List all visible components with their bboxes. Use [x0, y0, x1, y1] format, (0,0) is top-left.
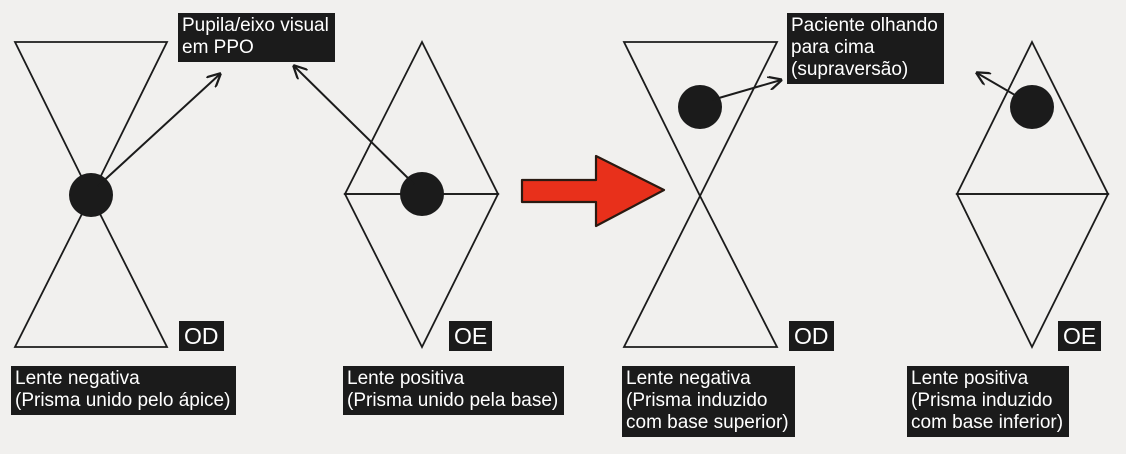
left-oe-caption-line1: Lente positiva — [347, 368, 465, 389]
right-oe-caption-line2: (Prisma induzido — [911, 390, 1053, 411]
right-od-negative-lens — [622, 41, 779, 348]
left-oe-pointer-arrow — [294, 66, 415, 185]
bottom-prism — [955, 193, 1110, 350]
right-od-pointer-arrow — [711, 80, 781, 101]
left-od-negative-lens — [13, 41, 169, 348]
left-oe-caption-line2: (Prisma unido pela base) — [347, 390, 559, 411]
upgaze-callout-line3: (supraversão) — [791, 59, 909, 80]
ppo-callout-line1: Pupila/eixo visual — [182, 15, 329, 36]
left-oe-tag: OE — [449, 321, 493, 351]
top-prism — [343, 39, 500, 195]
left-od-tag: OD — [179, 321, 224, 351]
upgaze-callout: Paciente olhando para cima (supraversão) — [787, 13, 944, 84]
right-oe-caption-line1: Lente positiva — [911, 368, 1029, 389]
right-od-caption: Lente negativa (Prisma induzido com base… — [622, 366, 795, 437]
right-oe-caption: Lente positiva (Prisma induzido com base… — [907, 366, 1070, 437]
right-od-tag: OD — [789, 321, 834, 351]
right-oe-caption-line3: com base inferior) — [911, 412, 1064, 433]
right-oe-tag: OE — [1058, 321, 1102, 351]
right-oe-positive-lens — [955, 39, 1110, 350]
right-od-caption-line2: (Prisma induzido — [626, 390, 768, 411]
top-prism — [622, 41, 779, 199]
top-prism — [13, 41, 169, 199]
transition-arrow-icon — [520, 154, 666, 228]
ppo-callout: Pupila/eixo visual em PPO — [178, 13, 335, 62]
left-od-pupil-icon — [69, 173, 113, 217]
left-oe-pupil-icon — [400, 172, 444, 216]
right-od-caption-line3: com base superior) — [626, 412, 789, 433]
right-od-pupil-icon — [678, 85, 722, 129]
right-oe-pupil-icon — [1010, 85, 1054, 129]
bottom-prism — [622, 194, 779, 348]
right-oe-pointer-arrow — [977, 73, 1021, 99]
upgaze-callout-line1: Paciente olhando — [791, 15, 938, 36]
bottom-prism — [13, 193, 169, 348]
left-od-pointer-arrow — [97, 74, 220, 187]
ppo-callout-line2: em PPO — [182, 37, 254, 58]
right-od-caption-line1: Lente negativa — [626, 368, 751, 389]
left-od-caption: Lente negativa (Prisma unido pelo ápice) — [11, 366, 237, 415]
left-od-caption-line2: (Prisma unido pelo ápice) — [15, 390, 231, 411]
upgaze-callout-line2: para cima — [791, 37, 875, 58]
left-od-caption-line1: Lente negativa — [15, 368, 140, 389]
left-oe-caption: Lente positiva (Prisma unido pela base) — [343, 366, 565, 415]
